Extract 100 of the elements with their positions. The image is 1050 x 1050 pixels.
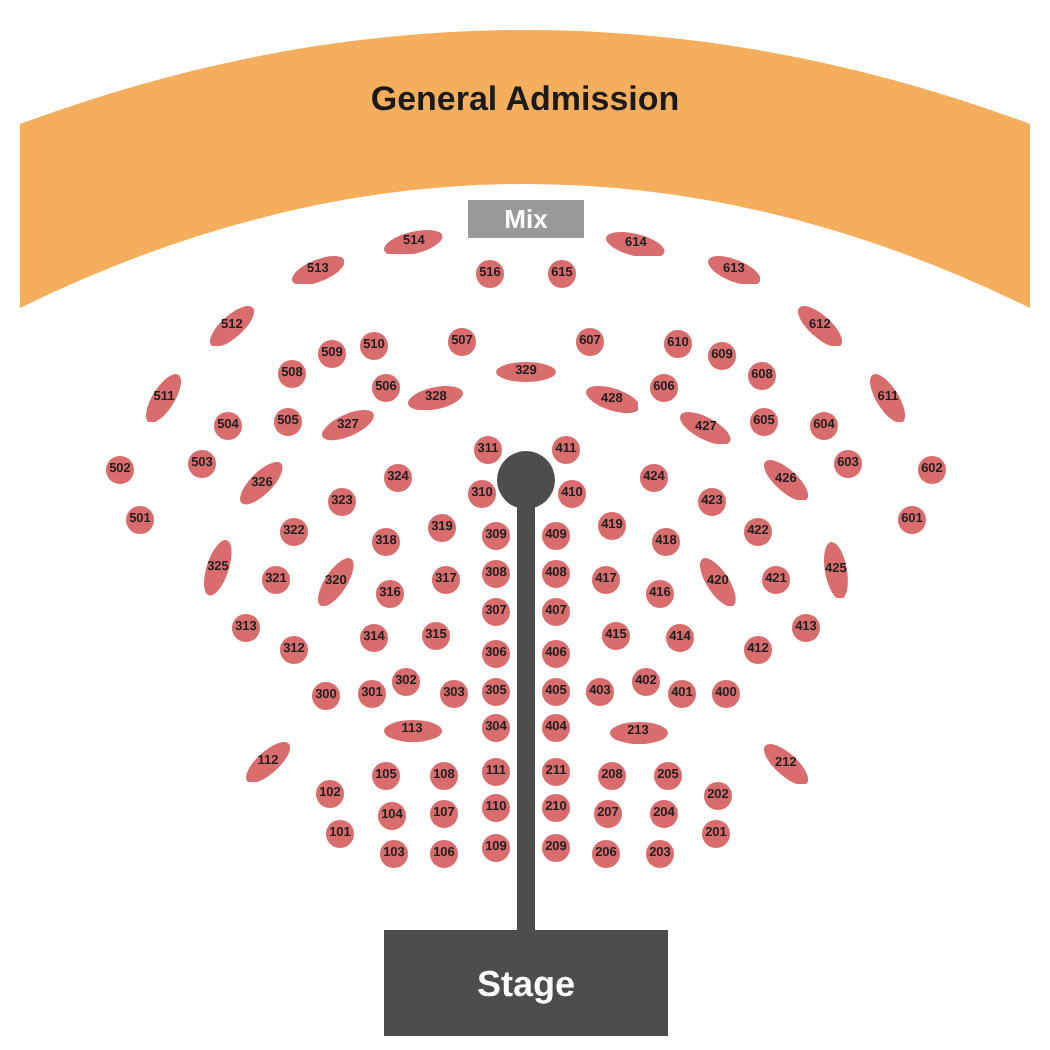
seat-section bbox=[542, 794, 570, 822]
seat-section bbox=[602, 622, 630, 650]
seat-section bbox=[763, 459, 809, 501]
seat-section bbox=[280, 518, 308, 546]
seat-section bbox=[762, 566, 790, 594]
seat-section bbox=[707, 255, 761, 285]
seat-section bbox=[552, 436, 580, 464]
seat-section bbox=[748, 362, 776, 390]
seat-section bbox=[592, 566, 620, 594]
seat-section bbox=[824, 541, 848, 599]
seat-section bbox=[291, 255, 345, 285]
seat-section bbox=[702, 820, 730, 848]
seat-section bbox=[870, 373, 906, 423]
seat-section bbox=[598, 762, 626, 790]
seat-section bbox=[666, 624, 694, 652]
seat-section bbox=[542, 598, 570, 626]
seat-section bbox=[586, 678, 614, 706]
seat-section bbox=[650, 800, 678, 828]
seat-section bbox=[380, 840, 408, 868]
seat-section bbox=[834, 450, 862, 478]
seat-section bbox=[106, 456, 134, 484]
seat-section bbox=[430, 762, 458, 790]
seat-section bbox=[383, 719, 441, 741]
seat-section bbox=[468, 480, 496, 508]
seat-section bbox=[280, 636, 308, 664]
seat-section bbox=[606, 231, 666, 257]
seat-section bbox=[214, 412, 242, 440]
seat-section bbox=[548, 260, 576, 288]
seat-section bbox=[126, 506, 154, 534]
seat-section bbox=[278, 360, 306, 388]
seat-section bbox=[318, 340, 346, 368]
seat-section bbox=[654, 762, 682, 790]
seat-section bbox=[146, 373, 182, 423]
seat-section bbox=[476, 260, 504, 288]
seat-section bbox=[204, 540, 232, 596]
seat-section bbox=[700, 557, 736, 607]
seat-section bbox=[542, 714, 570, 742]
seat-section bbox=[245, 741, 291, 783]
seat-section bbox=[326, 820, 354, 848]
seat-section bbox=[430, 840, 458, 868]
mix-booth bbox=[468, 200, 584, 238]
seat-section bbox=[482, 714, 510, 742]
stage bbox=[384, 930, 668, 1036]
seat-section bbox=[384, 229, 444, 255]
seat-section bbox=[322, 410, 374, 442]
seat-section bbox=[542, 640, 570, 668]
seat-section bbox=[232, 614, 260, 642]
seat-section bbox=[650, 374, 678, 402]
seat-section bbox=[598, 512, 626, 540]
seat-section bbox=[576, 328, 604, 356]
seat-section bbox=[316, 780, 344, 808]
seat-section bbox=[482, 522, 510, 550]
seat-section bbox=[376, 580, 404, 608]
seat-section bbox=[592, 840, 620, 868]
seat-section bbox=[792, 614, 820, 642]
seat-section bbox=[482, 834, 510, 862]
seat-section bbox=[542, 758, 570, 786]
seat-section bbox=[318, 557, 354, 607]
seat-section bbox=[898, 506, 926, 534]
seat-section bbox=[708, 342, 736, 370]
seat-section bbox=[474, 436, 502, 464]
seat-section bbox=[609, 721, 667, 743]
seat-section bbox=[542, 678, 570, 706]
seat-section bbox=[262, 566, 290, 594]
area-label: General Admission bbox=[370, 82, 680, 116]
seat-section bbox=[360, 624, 388, 652]
seat-section bbox=[240, 462, 284, 506]
seat-section bbox=[360, 332, 388, 360]
seat-section bbox=[448, 328, 476, 356]
seat-section bbox=[698, 488, 726, 516]
general-admission-area bbox=[20, 28, 1030, 310]
seat-section bbox=[542, 834, 570, 862]
seat-section bbox=[372, 762, 400, 790]
seat-section bbox=[312, 682, 340, 710]
seat-section bbox=[358, 680, 386, 708]
seat-section bbox=[384, 464, 412, 492]
seat-section bbox=[482, 794, 510, 822]
seat-section bbox=[482, 758, 510, 786]
seat-section bbox=[918, 456, 946, 484]
seat-section bbox=[422, 622, 450, 650]
seat-section bbox=[209, 305, 255, 347]
mix-label: Mix bbox=[504, 206, 548, 232]
seat-section bbox=[646, 840, 674, 868]
seat-section bbox=[188, 450, 216, 478]
seat-section bbox=[440, 680, 468, 708]
seat-section bbox=[430, 800, 458, 828]
seat-section bbox=[482, 678, 510, 706]
seat-section bbox=[750, 408, 778, 436]
seat-section bbox=[632, 668, 660, 696]
seat-section bbox=[542, 560, 570, 588]
seat-section bbox=[744, 518, 772, 546]
seat-section bbox=[797, 305, 843, 347]
seat-section bbox=[432, 566, 460, 594]
seat-section bbox=[328, 488, 356, 516]
seat-section bbox=[744, 636, 772, 664]
seat-section bbox=[680, 411, 732, 445]
seat-section bbox=[810, 412, 838, 440]
seat-section bbox=[558, 480, 586, 508]
seat-section bbox=[640, 464, 668, 492]
seat-section bbox=[542, 522, 570, 550]
